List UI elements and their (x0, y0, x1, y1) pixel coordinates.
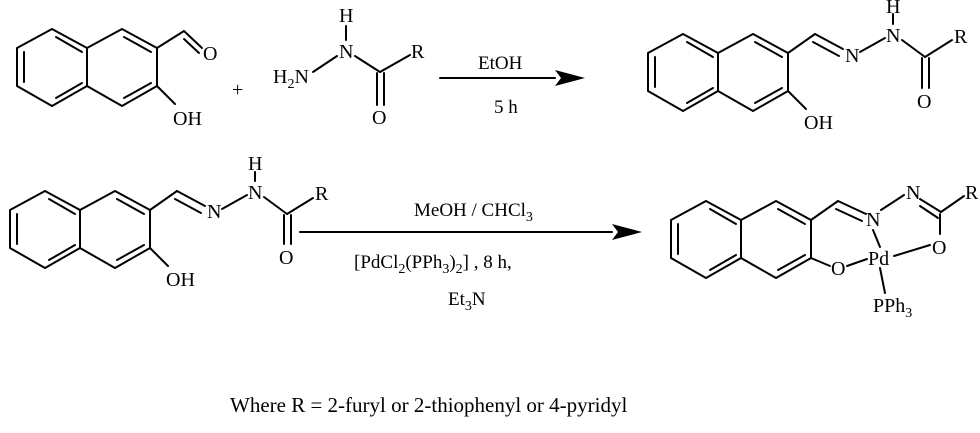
azine-nitrogen: N (906, 182, 920, 204)
naphthalene-ring (647, 33, 789, 112)
conditions-solvent: EtOH (478, 53, 523, 74)
conditions-base: Et3N (448, 289, 486, 314)
chelate-oxygen-right: O (932, 237, 946, 259)
aldehyde-oxygen: O (203, 43, 217, 65)
imine-nitrogen: N (845, 45, 859, 67)
amide-nitrogen: N (886, 25, 900, 47)
plus-sign: + (232, 79, 243, 101)
imine-nitrogen: N (207, 201, 221, 223)
r-group: R (954, 26, 968, 48)
reactant-hydrazone-ligand: N N H R O OH (9, 153, 329, 291)
r-group: R (411, 41, 425, 63)
reaction-arrow-1 (439, 70, 585, 86)
h2n-label: H2N (273, 66, 309, 92)
amide-nitrogen: N (248, 182, 262, 204)
conditions-solvent: MeOH / CHCl3 (414, 200, 533, 225)
naphthalene-ring (9, 190, 151, 269)
carbonyl-oxygen: O (917, 91, 931, 113)
product-pd-complex: N N R O Pd O PPh3 (670, 182, 979, 321)
palladium-center: Pd (868, 248, 889, 270)
triphenylphosphine-ligand: PPh3 (873, 295, 912, 321)
reactant-aldehyde: O OH (16, 28, 217, 130)
amide-nitrogen: N (339, 41, 353, 63)
nh-hydrogen: H (886, 0, 900, 18)
aldehyde-bond (156, 30, 203, 49)
chelate-oxygen-left: O (831, 258, 845, 280)
nh-hydrogen: H (339, 5, 353, 27)
imine-nitrogen: N (866, 209, 880, 231)
product-hydrazone: N N H R O OH (647, 0, 968, 134)
naphthalene-ring (670, 200, 812, 279)
r-group: R (315, 183, 329, 205)
hydroxyl-label: OH (804, 112, 833, 134)
r-group: R (965, 182, 979, 204)
conditions-catalyst: [PdCl2(PPh3)2] , 8 h, (354, 252, 512, 277)
reaction-arrow-2 (299, 224, 642, 240)
carbonyl-oxygen: O (372, 107, 386, 129)
r-group-caption: Where R = 2-furyl or 2-thiophenyl or 4-p… (230, 393, 627, 417)
reactant-hydrazide: H2N N H R O (273, 5, 425, 129)
nh-hydrogen: H (248, 153, 262, 175)
hydroxyl-label: OH (173, 108, 202, 130)
naphthalene-ring (16, 28, 158, 107)
hydroxyl-label: OH (166, 269, 195, 291)
carbonyl-oxygen: O (279, 247, 293, 269)
conditions-time: 5 h (494, 97, 518, 118)
